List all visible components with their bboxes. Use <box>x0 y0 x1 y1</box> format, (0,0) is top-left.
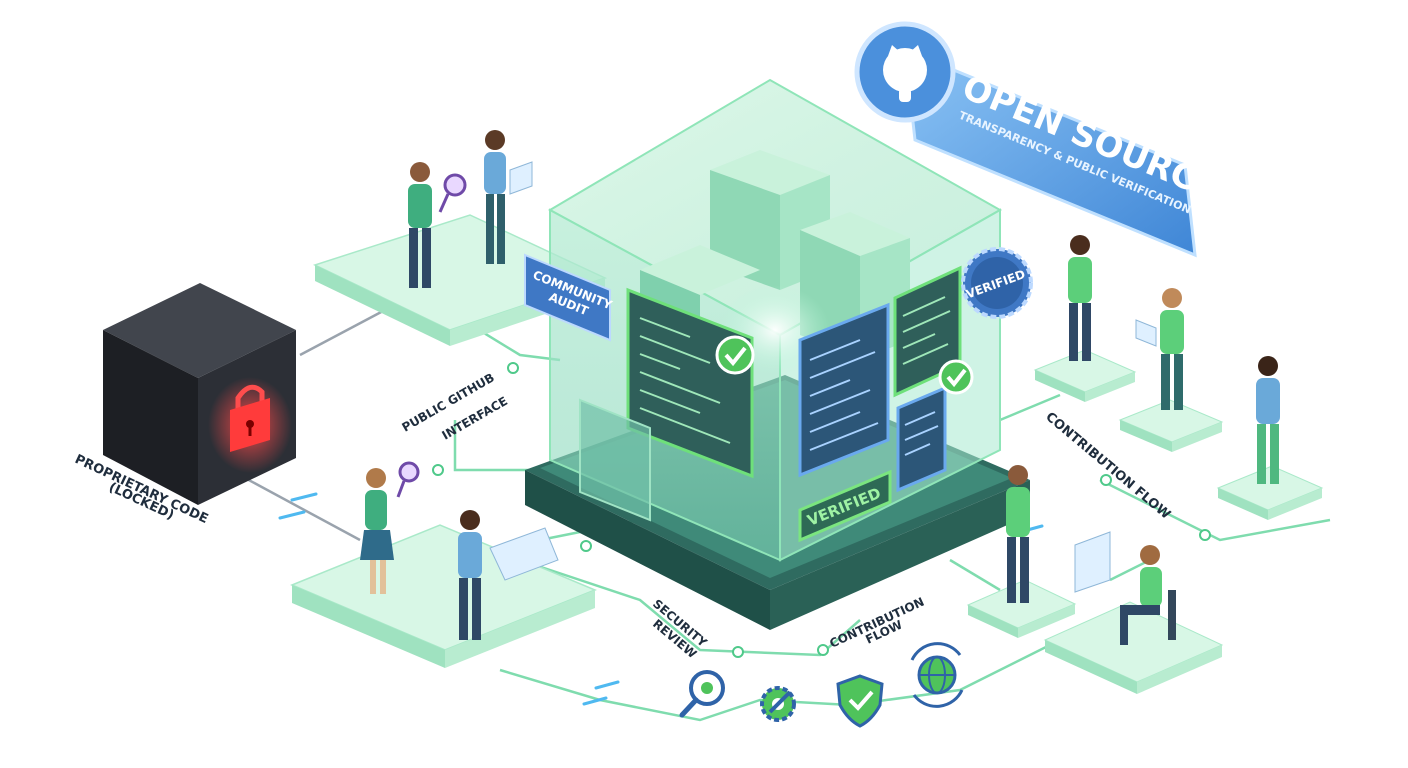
people <box>360 130 1280 645</box>
code-panel-left <box>626 287 754 479</box>
shield-check-icon <box>836 674 884 728</box>
community-audit-tag: COMMUNITY AUDIT <box>524 253 614 342</box>
flow-dots <box>432 362 1211 658</box>
bottom-icon-row <box>679 642 964 728</box>
person-developer-keyboard <box>458 510 559 640</box>
verified-seal: VERIFIED <box>961 247 1033 319</box>
person-right-1 <box>1068 235 1092 361</box>
gear-wrench-icon <box>760 686 796 722</box>
person-auditor-magnifier <box>408 162 467 288</box>
platform-right-1 <box>1033 349 1137 402</box>
platform-right-2 <box>1118 399 1224 452</box>
data-dashes <box>278 492 1044 706</box>
search-gear-icon <box>679 670 725 718</box>
person-right-seated <box>1074 531 1176 645</box>
person-reviewer-document <box>484 130 533 264</box>
checkmark-icon <box>715 335 755 375</box>
globe-sync-icon <box>910 642 964 708</box>
proprietary-locked-box <box>103 283 296 505</box>
person-right-3 <box>1256 356 1280 484</box>
magnifier-icon <box>396 461 420 498</box>
person-right-pointing <box>1006 465 1030 603</box>
code-panel-back-left <box>579 398 651 522</box>
padlock-icon <box>230 384 270 452</box>
platform-right-4 <box>966 579 1077 638</box>
code-panel-right-bottom <box>896 385 947 493</box>
platform-right-5 <box>1043 601 1224 694</box>
code-panel-center <box>798 302 890 478</box>
checkmark-icon <box>938 359 974 395</box>
github-octocat-icon <box>883 45 927 102</box>
central-glass-core <box>525 78 1030 630</box>
code-panel-right-top <box>893 265 962 398</box>
platform-right-3 <box>1216 465 1324 520</box>
person-woman-magnifier <box>360 461 420 594</box>
person-right-2 <box>1135 288 1184 410</box>
magnifier-icon <box>438 173 467 213</box>
